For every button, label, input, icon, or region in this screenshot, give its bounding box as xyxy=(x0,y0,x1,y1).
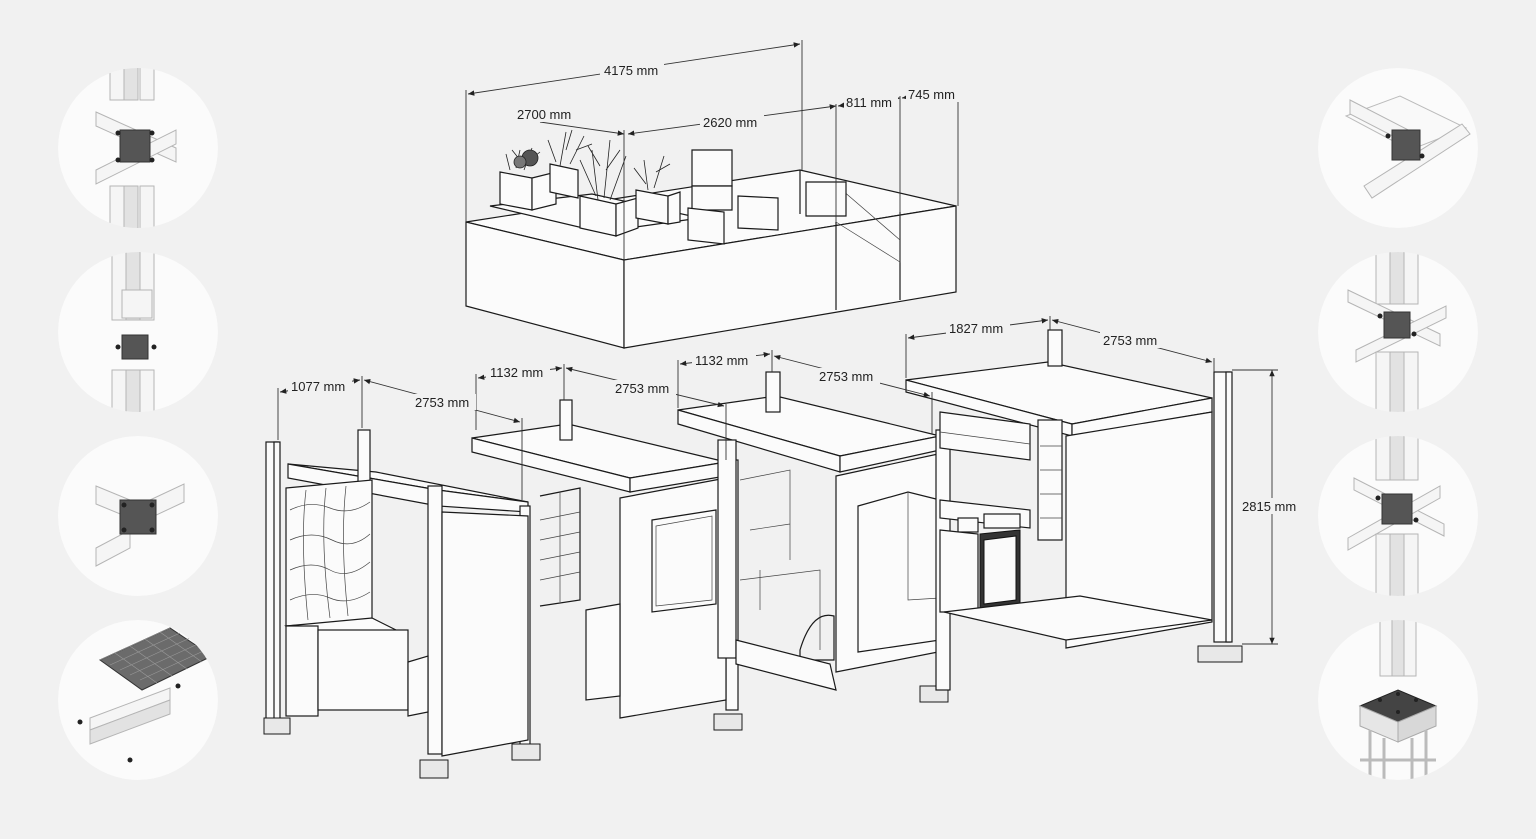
dim-top-total: 4175 mm xyxy=(604,63,658,78)
double-cross-detail xyxy=(1318,436,1478,596)
dim-top-d: 745 mm xyxy=(908,87,955,102)
open-shelf-rack xyxy=(1037,419,1063,541)
base-foot-icon xyxy=(1358,620,1438,780)
tee-joint-icon xyxy=(1344,95,1471,199)
dim-m4-depth: 2753 mm xyxy=(1103,333,1157,348)
dim-m2-depth: 2753 mm xyxy=(615,381,669,396)
module-bench xyxy=(263,429,541,779)
dim-top-c: 811 mm xyxy=(846,95,892,110)
base-foot-detail xyxy=(1318,620,1478,780)
wall-shelving xyxy=(539,487,581,607)
dim-m1-depth: 2753 mm xyxy=(415,395,469,410)
plants xyxy=(505,129,671,201)
kitchen-cabinets xyxy=(939,411,1031,613)
cross-joint-icon xyxy=(95,68,177,228)
roof-deck-module xyxy=(465,129,957,349)
dim-m4-width: 1827 mm xyxy=(949,321,1003,336)
dim-m3-width: 1132 mm xyxy=(695,353,748,368)
dim-m3-depth: 2753 mm xyxy=(819,369,873,384)
vertical-stack-detail xyxy=(58,252,218,412)
column-beam-detail xyxy=(1318,252,1478,412)
module-storage xyxy=(677,371,951,703)
stack-joint-icon xyxy=(111,252,157,412)
column-beam-icon xyxy=(1347,252,1447,412)
double-cross-icon xyxy=(1347,436,1445,596)
tee-joint-detail xyxy=(1318,68,1478,228)
panel-rail-detail xyxy=(58,620,218,780)
dim-m1-width: 1077 mm xyxy=(291,379,345,394)
dim-height: 2815 mm xyxy=(1242,499,1296,514)
planter-boxes xyxy=(499,163,681,237)
dim-top-a: 2700 mm xyxy=(517,107,571,122)
cross-joint-detail xyxy=(58,68,218,228)
shelf-cubes xyxy=(687,149,847,245)
module-kitchen xyxy=(905,329,1243,663)
corner-joint-detail xyxy=(58,436,218,596)
corner-joint-icon xyxy=(95,483,185,567)
dim-top-b: 2620 mm xyxy=(703,115,757,130)
dimension-labels: 4175 mm 2700 mm 2620 mm 811 mm 745 mm 10… xyxy=(288,62,1304,514)
dim-m2-width: 1132 mm xyxy=(490,365,543,380)
